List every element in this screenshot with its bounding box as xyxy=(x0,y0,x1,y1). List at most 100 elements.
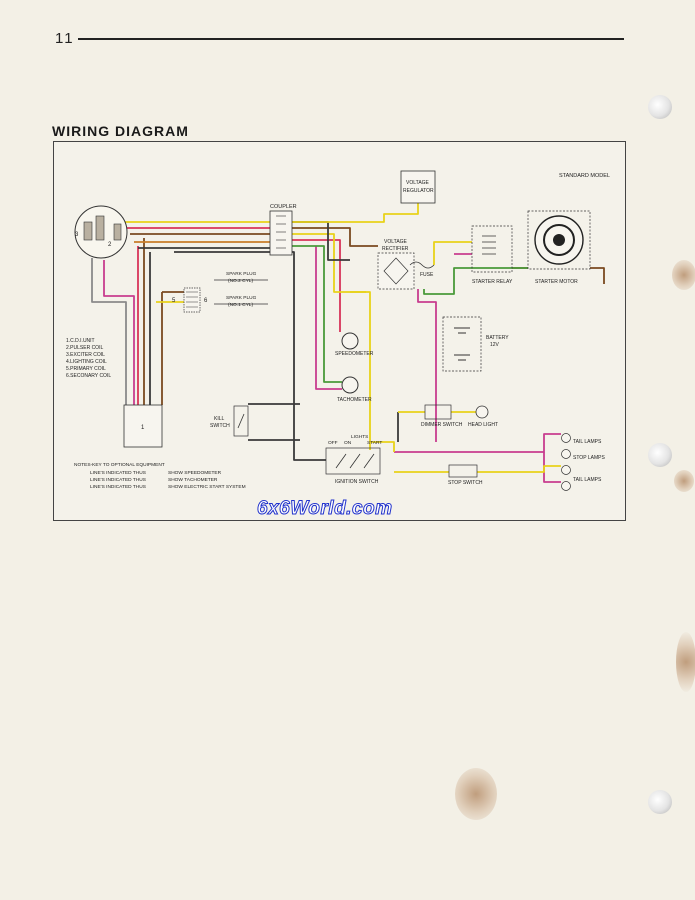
stop-switch: STOP SWITCH xyxy=(448,464,483,486)
starter-motor: STARTER MOTOR xyxy=(527,210,591,285)
section-title: WIRING DIAGRAM xyxy=(52,123,189,139)
black-wire xyxy=(248,403,300,441)
voltage-regulator-label-1: VOLTAGE xyxy=(406,180,430,186)
cdi-unit: 1 xyxy=(123,404,163,448)
voltage-rectifier: VOLTAGE RECTIFIER xyxy=(377,239,415,290)
spark-plug-1-label-1: SPARK PLUG xyxy=(226,295,257,301)
watermark: 6x6World.com xyxy=(257,498,393,520)
ignition-coil: 5 6 SPARK PLUG (NO.2 CYL) SPARK PLUG (NO… xyxy=(172,271,268,313)
pulser-number: 2 xyxy=(108,242,112,248)
note-meaning: SHOW SPEEDOMETER xyxy=(168,470,222,476)
kill-switch: KILL SWITCH xyxy=(210,405,249,437)
stain xyxy=(674,470,694,492)
stop-lamps-label: STOP LAMPS xyxy=(573,455,605,461)
black-wire xyxy=(174,251,326,461)
magenta-wire xyxy=(394,433,561,453)
note-meaning: SHOW ELECTRIC START SYSTEM xyxy=(168,484,246,490)
magenta-wire xyxy=(103,260,135,405)
kill-switch-label-2: SWITCH xyxy=(210,423,230,429)
legend-item: 1.C.D.I.UNIT xyxy=(66,338,95,344)
model-label: STANDARD MODEL xyxy=(559,173,610,179)
coupler-label: COUPLER xyxy=(270,204,297,210)
green-wire xyxy=(292,245,342,383)
dimmer-switch-label: DIMMER SWITCH xyxy=(421,422,463,428)
note-line-label: LINE'S INDICATED THUS xyxy=(90,470,146,476)
magenta-wire xyxy=(417,289,437,442)
spark-plug-2-label-1: SPARK PLUG xyxy=(226,271,257,277)
speedometer: SPEEDOMETER xyxy=(335,332,374,357)
rectifier-label-2: RECTIFIER xyxy=(382,246,409,252)
stop-switch-label: STOP SWITCH xyxy=(448,480,483,486)
yellow-wire xyxy=(394,465,561,473)
legend-item: 5.PRIMARY COIL xyxy=(66,366,106,372)
speedometer-label: SPEEDOMETER xyxy=(335,351,374,357)
ignition-switch: OFF ON LIGHTS START IGNITION SWITCH xyxy=(325,434,382,485)
switch-pos-off: OFF xyxy=(328,440,338,446)
binding-hole-bottom xyxy=(648,790,672,814)
note-meaning: SHOW TACHOMETER xyxy=(168,477,218,483)
head-light-label: HEAD LIGHT xyxy=(468,422,498,428)
voltage-regulator-label-2: REGULATOR xyxy=(403,188,434,194)
brown-wire xyxy=(292,227,378,247)
legend-item: 3.EXCITER COIL xyxy=(66,352,105,358)
magenta-wire xyxy=(543,452,561,483)
starter-motor-label: STARTER MOTOR xyxy=(535,279,578,285)
magneto: 3 2 xyxy=(74,205,128,259)
stain xyxy=(672,260,695,290)
yellow-wire xyxy=(370,441,395,452)
stain xyxy=(455,768,497,820)
wiring-diagram: STANDARD MODEL 3 2 VOLTAGE REGULATOR COU… xyxy=(53,141,626,521)
lamps: TAIL LAMPS STOP LAMPS TAIL LAMPS xyxy=(561,433,605,491)
tachometer-label: TACHOMETER xyxy=(337,397,372,403)
kill-switch-label-1: KILL xyxy=(214,416,225,422)
binding-hole-top xyxy=(648,95,672,119)
red-wire xyxy=(292,239,341,332)
magenta-wire xyxy=(315,246,342,390)
ignition-switch-label: IGNITION SWITCH xyxy=(335,479,379,485)
notes-title: NOTES-KEY TO OPTIONAL EQUIPMENT xyxy=(74,462,165,468)
primary-number: 5 xyxy=(172,298,176,304)
switch-pos-start: START xyxy=(367,440,382,446)
battery: BATTERY 12V xyxy=(442,316,509,372)
fuse: FUSE xyxy=(409,261,435,278)
spark-plug-2-label-2: (NO.2 CYL) xyxy=(228,278,253,284)
yellow-wire xyxy=(292,233,366,293)
legend-item: 2.PULSER COIL xyxy=(66,345,103,351)
stain xyxy=(676,632,695,692)
starter-relay: STARTER RELAY xyxy=(471,225,513,285)
green-wire xyxy=(423,267,528,295)
legend-item: 6.SECONARY COIL xyxy=(66,373,111,379)
voltage-regulator: VOLTAGE REGULATOR xyxy=(400,170,436,204)
starter-relay-label: STARTER RELAY xyxy=(472,279,513,285)
page-number: 11 xyxy=(55,30,75,47)
yellow-wire xyxy=(124,203,419,223)
tail-lamps-label: TAIL LAMPS xyxy=(573,477,602,483)
tachometer: TACHOMETER xyxy=(337,376,372,403)
tail-lamps-label: TAIL LAMPS xyxy=(573,439,602,445)
legend-item: 4.LIGHTING COIL xyxy=(66,359,107,365)
gray-wire xyxy=(91,258,127,405)
secondary-number: 6 xyxy=(204,298,208,304)
yellow-wire xyxy=(350,291,371,450)
header-rule xyxy=(78,38,624,40)
coupler: COUPLER xyxy=(269,204,297,256)
binding-hole-middle xyxy=(648,443,672,467)
note-line-label: LINE'S INDICATED THUS xyxy=(90,477,146,483)
lights-label: LIGHTS xyxy=(351,434,368,440)
fuse-label: FUSE xyxy=(420,272,434,278)
exciter-number: 3 xyxy=(75,232,79,238)
brown-wire xyxy=(161,291,184,405)
rectifier-label-1: VOLTAGE xyxy=(384,239,408,245)
battery-label-1: BATTERY xyxy=(486,335,509,341)
cdi-number: 1 xyxy=(141,425,145,431)
spark-plug-1-label-2: (NO.1 CYL) xyxy=(228,302,253,308)
dimmer-switch: DIMMER SWITCH xyxy=(421,404,463,428)
legend: 1.C.D.I.UNIT 2.PULSER COIL 3.EXCITER COI… xyxy=(66,338,111,379)
switch-pos-on: ON xyxy=(344,440,352,446)
battery-label-2: 12V xyxy=(490,342,500,348)
notes: NOTES-KEY TO OPTIONAL EQUIPMENT LINE'S I… xyxy=(74,462,246,490)
note-line-label: LINE'S INDICATED THUS xyxy=(90,484,146,490)
yellow-wire xyxy=(433,241,472,265)
head-light: HEAD LIGHT xyxy=(468,405,498,428)
